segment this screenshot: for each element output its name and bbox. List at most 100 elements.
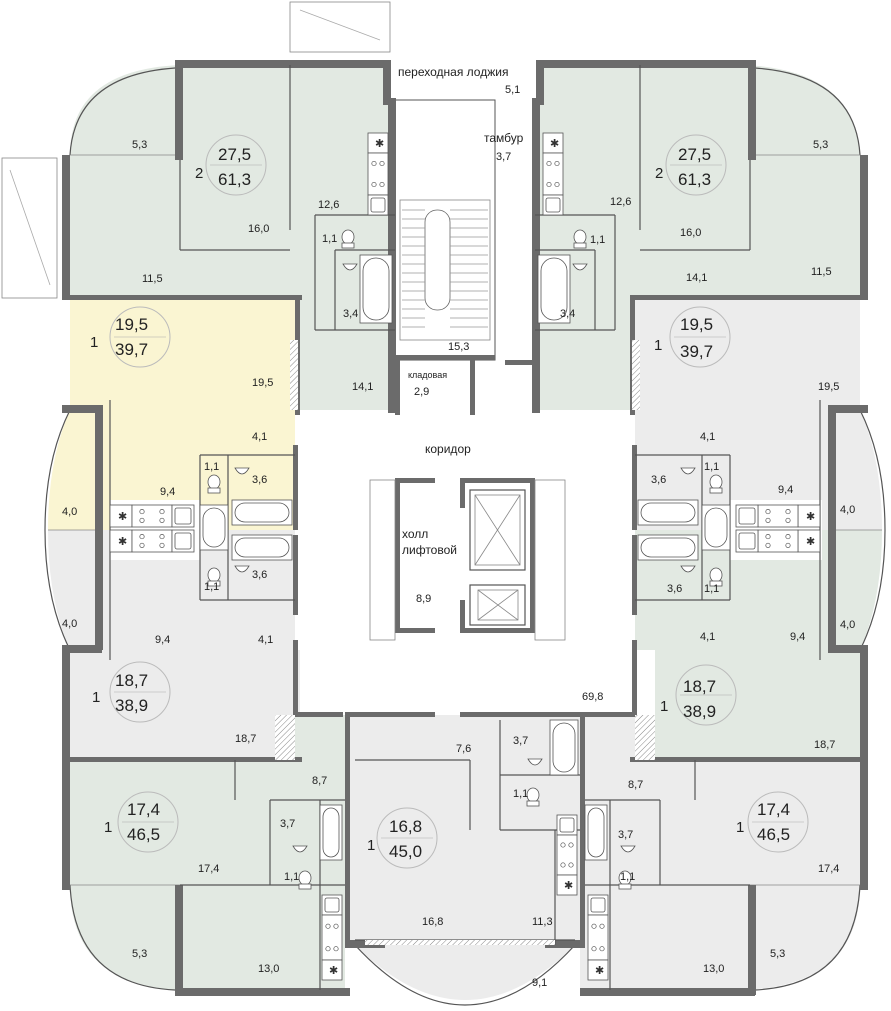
apartment-fills: [48, 65, 882, 1000]
loggia-se: [754, 884, 861, 991]
room-area: 1,1: [590, 234, 605, 246]
apartment-s-living: 16,8: [389, 817, 422, 836]
toilet-icon: [573, 229, 587, 249]
apartment-ne-badge: [665, 134, 727, 196]
hall-label-line2: лифтовой: [402, 543, 457, 557]
room-area: 8,7: [312, 775, 327, 787]
apartment-ne-rooms: 2: [655, 165, 663, 182]
apartment-sw-fill[interactable]: [70, 715, 345, 990]
apartment-w2-fill[interactable]: [48, 530, 300, 760]
loggia-area: 5,1: [505, 84, 520, 96]
svg-text:✱: ✱: [806, 510, 815, 523]
room-area: 4,0: [840, 619, 855, 631]
room-area: 9,1: [532, 977, 547, 989]
washbasin-icon: [292, 845, 308, 853]
apartment-e1-badge: [669, 306, 731, 368]
room-area: 14,1: [686, 272, 707, 284]
room-area: 4,0: [840, 504, 855, 516]
apartment-s-badge: [376, 807, 438, 869]
apartment-nw-fill[interactable]: [70, 65, 395, 410]
apartment-nw-rooms: 2: [195, 165, 203, 182]
apartment-se-total: 46,5: [757, 825, 790, 844]
loggia-nw: [69, 67, 176, 156]
room-area: 13,0: [703, 963, 724, 975]
loggia-e-upper: [859, 409, 886, 531]
room-area: 3,6: [252, 474, 267, 486]
toilet-icon: [618, 870, 632, 890]
room-area: 3,4: [560, 308, 575, 320]
kitchen-sink-icon: [542, 194, 564, 216]
tambour-label: тамбур: [484, 131, 524, 145]
stove-icon: [587, 914, 609, 961]
bathtub-icon: [199, 504, 229, 551]
svg-text:✱: ✱: [564, 879, 573, 892]
corridor-label: коридор: [425, 442, 471, 456]
room-area: 4,1: [252, 431, 267, 443]
svg-text:✱: ✱: [595, 964, 604, 977]
room-area: 14,1: [352, 381, 373, 393]
room-area: 9,4: [778, 484, 793, 496]
room-area: 3,7: [280, 818, 295, 830]
bathtub-icon: [231, 499, 293, 526]
core-labels: переходная лоджия 5,1 тамбур 3,7 15,3 кл…: [398, 65, 603, 703]
kitchen-sink-icon: [171, 529, 195, 553]
room-area: 4,1: [700, 631, 715, 643]
kitchen-sink-icon: [171, 504, 195, 528]
room-area: 5,3: [770, 948, 785, 960]
apartment-ne-total: 61,3: [678, 170, 711, 189]
apartment-ne-fill[interactable]: [535, 65, 860, 410]
apartment-se-fill[interactable]: [580, 715, 860, 990]
room-area: 4,0: [62, 506, 77, 518]
room-area: 1,1: [204, 581, 219, 593]
room-area: 18,7: [814, 739, 835, 751]
apartment-sw-rooms: 1: [104, 819, 112, 836]
room-area: 1,1: [513, 788, 528, 800]
apartment-s-total: 45,0: [389, 842, 422, 861]
fridge-icon: ✱: [367, 132, 389, 154]
loggia-s: [354, 944, 576, 1006]
room-area: 1,1: [620, 871, 635, 883]
kitchen-sink-icon: [321, 894, 343, 916]
fridge-icon: ✱: [109, 504, 133, 528]
toilet-icon: [709, 474, 723, 494]
apartment-sw-badge: [117, 791, 179, 853]
washbasin-icon: [234, 467, 250, 475]
room-area: 16,0: [248, 223, 269, 235]
room-area: 17,4: [198, 863, 219, 875]
apartment-s-fill[interactable]: [345, 715, 580, 1000]
loggia-sw: [69, 884, 176, 991]
hall-label-line1: холл: [402, 527, 428, 541]
washbasin-icon: [527, 758, 543, 766]
kitchen-sink-icon: [735, 504, 759, 528]
roof-details: [1, 1, 391, 299]
stove-icon: [131, 504, 173, 528]
stove-icon: [367, 152, 389, 196]
room-area: 19,5: [252, 377, 273, 389]
svg-text:✱: ✱: [118, 535, 127, 548]
stove-icon: [131, 529, 173, 553]
fridge-icon: ✱: [797, 529, 821, 553]
apartment-w1-badge: [109, 306, 171, 368]
stove-icon: [757, 504, 799, 528]
apartment-w2-total: 38,9: [115, 696, 148, 715]
toilet-icon: [709, 567, 723, 587]
svg-text:✱: ✱: [550, 137, 559, 150]
room-area: 1,1: [704, 461, 719, 473]
toilet-icon: [341, 229, 355, 249]
room-area: 1,1: [322, 233, 337, 245]
corridor-area: 69,8: [582, 691, 603, 703]
kitchen-sink-icon: [556, 814, 578, 836]
apartment-e2-rooms: 1: [660, 698, 668, 715]
apartment-ne-living: 27,5: [678, 145, 711, 164]
bathtub-icon: [701, 504, 731, 551]
room-area: 3,4: [343, 308, 358, 320]
toilet-icon: [207, 567, 221, 587]
loggia-e-lower: [859, 529, 886, 651]
stove-icon: [542, 152, 564, 196]
svg-text:✱: ✱: [806, 535, 815, 548]
svg-text:✱: ✱: [329, 964, 338, 977]
room-area: 19,5: [818, 381, 839, 393]
room-area: 9,4: [790, 631, 805, 643]
washbasin-icon: [234, 565, 250, 573]
storage-area: 2,9: [414, 386, 429, 398]
